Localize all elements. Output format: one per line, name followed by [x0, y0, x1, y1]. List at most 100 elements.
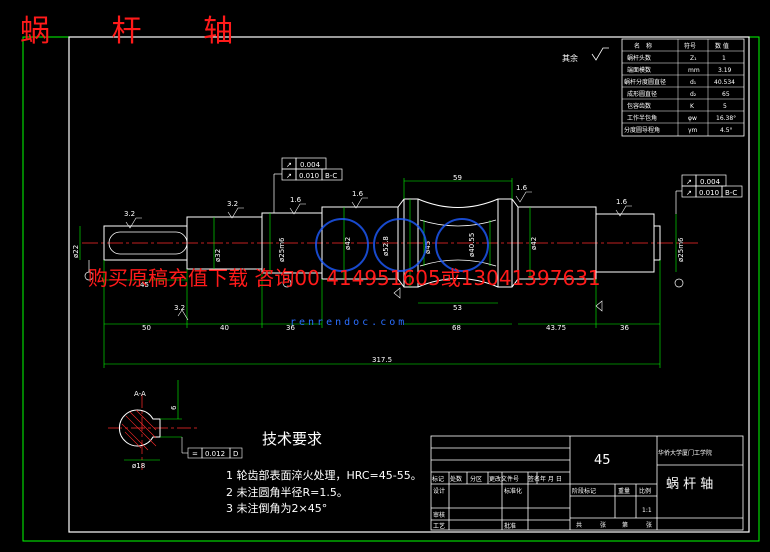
rev-header: 签名	[528, 475, 540, 483]
param-row-name: 蜗杆分度圆直径	[624, 78, 666, 86]
dim-dia-40-55: ø40.55	[468, 233, 476, 257]
section-label: A-A	[134, 390, 146, 398]
row-label: 设计	[433, 487, 445, 495]
tech-requirement-item: 2 未注圆角半径R=1.5。	[226, 486, 348, 499]
part-name: 蜗 杆 轴	[666, 476, 713, 492]
tol-value: 0.010	[699, 189, 719, 197]
stage-label: 比例	[639, 487, 651, 495]
tol-value: 0.004	[700, 178, 721, 186]
tolerance-frame-left	[273, 157, 343, 213]
watermark-text: 购买原稿充值下载 咨询00 414951605或13041397631	[88, 266, 601, 290]
row-label: 审核	[433, 511, 445, 519]
rev-header: 标记	[432, 475, 444, 483]
param-row-value: 40.534	[714, 79, 735, 86]
stage-label: 重量	[618, 487, 630, 495]
drawing-title: 蜗 杆 轴	[20, 14, 260, 49]
tech-requirement-item: 1 轮齿部表面淬火处理，HRC=45-55。	[226, 469, 422, 482]
param-row-symbol: γm	[688, 127, 698, 134]
sheet-label: 第	[622, 521, 628, 529]
dim-36-left: 36	[286, 324, 295, 332]
dim-dia-42-left: ø42	[344, 237, 352, 250]
param-row-symbol: d₁	[690, 79, 697, 86]
dim-dia-25m6-right: ø25m6	[677, 237, 685, 262]
sheet-label: 张	[646, 521, 652, 529]
param-row-value: 65	[722, 91, 730, 98]
tech-requirements-title: 技术要求	[262, 430, 323, 448]
param-header-name: 名 称	[634, 42, 652, 50]
dim-36-right: 36	[620, 324, 629, 332]
param-row-value: 1	[722, 55, 726, 62]
roughness-symbol	[591, 47, 609, 61]
tol-symbol: ↗	[286, 172, 292, 180]
school-name: 华侨大学厦门工学院	[658, 449, 712, 457]
param-row-value: 4.5°	[720, 127, 733, 134]
param-row-name: 工作半包角	[627, 114, 657, 122]
param-row-symbol: Z₁	[690, 55, 697, 62]
param-row-name: 成形圆直径	[627, 90, 657, 98]
dim-40: 40	[220, 324, 229, 332]
dim-total-length: 317.5	[372, 356, 392, 364]
dim-dia-32: ø32	[214, 249, 222, 262]
param-row-value: 5	[723, 103, 727, 110]
drawing-number: 45	[594, 453, 611, 468]
drawing-frame	[68, 36, 750, 533]
roughness-value: 3.2	[174, 304, 185, 312]
tol-symbol: ↗	[686, 189, 692, 197]
roughness-value: 1.6	[290, 196, 302, 204]
dimension-lines	[79, 178, 677, 368]
dim-dia-42-right: ø42	[530, 237, 538, 250]
param-row-name: 包容齿数	[627, 102, 651, 110]
param-row-symbol: mm	[688, 67, 700, 74]
section-dim-key: 6	[170, 405, 178, 410]
rev-header: 处数	[450, 475, 462, 483]
dim-dia-22: ø22	[72, 245, 80, 258]
param-row-value: 3.19	[718, 67, 732, 74]
roughness-value: 1.6	[616, 198, 628, 206]
tolerance-frame-right	[675, 174, 743, 214]
tol-value: 0.010	[299, 172, 319, 180]
param-row-symbol: φw	[688, 115, 697, 122]
dim-45: 45	[140, 281, 149, 289]
tol-value: 0.012	[205, 450, 225, 458]
scale-value: 1:1	[642, 507, 652, 514]
sheet-label: 张	[600, 521, 606, 529]
roughness-value: 3.2	[124, 210, 135, 218]
rev-header: 分区	[470, 475, 482, 483]
tol-datum: B-C	[725, 189, 737, 197]
tol-symbol: ↗	[286, 161, 292, 169]
watermark-logo	[315, 218, 489, 272]
rev-header: 年 月 日	[540, 475, 562, 483]
section-view	[108, 380, 243, 470]
roughness-value: 1.6	[352, 190, 364, 198]
section-dim-dia: ø18	[132, 462, 145, 470]
param-row-name: 蜗杆头数	[627, 54, 651, 62]
tol-symbol: ↗	[686, 178, 692, 186]
param-row-name: 分度圆导程角	[624, 126, 660, 134]
dim-dia-45: ø45	[424, 241, 432, 254]
tol-value: 0.004	[300, 161, 321, 169]
param-header-value: 数 值	[715, 42, 729, 50]
param-table: 名 称 符号 数 值 蜗杆头数 Z₁ 1 端面模数 mm 3.19 蜗杆分度圆直…	[621, 38, 745, 137]
dim-dia-52-8: ø52.8	[382, 236, 390, 256]
title-block	[430, 435, 744, 531]
param-header-symbol: 符号	[684, 42, 696, 50]
dim-dia-25m6-left: ø25m6	[278, 237, 286, 262]
sheet-label: 共	[576, 521, 582, 529]
watermark-site: renrendoc.com	[290, 317, 407, 328]
row-label: 批准	[504, 522, 516, 530]
row-label: 标准化	[504, 487, 522, 495]
tol-datum: B-C	[325, 172, 337, 180]
param-row-name: 端面模数	[627, 66, 651, 74]
roughness-rest-label: 其余	[562, 53, 578, 63]
datum-markers	[84, 260, 684, 288]
dim-68: 68	[452, 324, 461, 332]
tol-symbol: =	[192, 450, 198, 458]
dim-59: 59	[453, 174, 462, 182]
dim-43-75: 43.75	[546, 324, 566, 332]
dim-53: 53	[453, 304, 462, 312]
tol-datum: D	[233, 450, 238, 458]
rev-header: 更改文件号	[489, 475, 519, 483]
row-label: 工艺	[433, 522, 445, 530]
stage-label: 阶段标记	[572, 487, 596, 495]
